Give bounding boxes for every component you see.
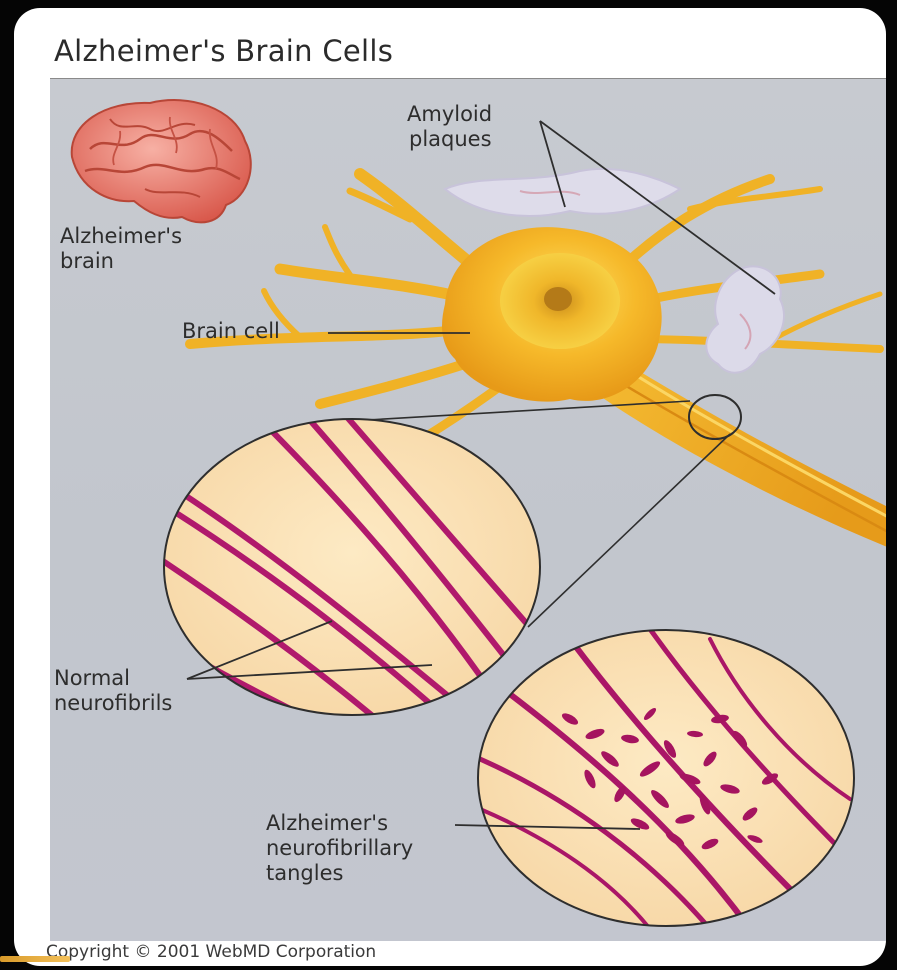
lens-neurofibrillary-tangles xyxy=(478,629,854,929)
label-brain-line-1: Alzheimer's xyxy=(60,224,182,248)
diagram-frame: Alzheimer's Brain Cells xyxy=(14,8,886,966)
copyright-notice: Copyright © 2001 WebMD Corporation xyxy=(46,942,376,962)
label-alzheimers-brain: Alzheimer's brain xyxy=(60,224,182,274)
label-normal-line-1: Normal xyxy=(54,666,130,690)
label-amyloid-plaques: Amyloid plaques xyxy=(407,102,492,152)
brain-illustration xyxy=(72,100,251,222)
label-brain-cell: Brain cell xyxy=(182,319,280,344)
nucleolus xyxy=(544,287,572,311)
diagram-title: Alzheimer's Brain Cells xyxy=(54,34,393,68)
label-amyloid-line-2: plaques xyxy=(407,127,492,151)
label-tangles-line-3: tangles xyxy=(266,861,343,885)
label-normal-line-2: neurofibrils xyxy=(54,691,172,715)
label-brain-line-2: brain xyxy=(60,249,114,273)
corner-accent-bar xyxy=(0,956,70,962)
illustration-panel: Amyloid plaques Alzheimer's brain Brain … xyxy=(50,79,886,941)
label-neurofibrillary-tangles: Alzheimer's neurofibrillary tangles xyxy=(266,811,413,886)
label-tangles-line-1: Alzheimer's xyxy=(266,811,388,835)
label-tangles-line-2: neurofibrillary xyxy=(266,836,413,860)
brain-cell-body xyxy=(442,227,662,402)
illustration-canvas xyxy=(50,79,886,941)
label-amyloid-line-1: Amyloid xyxy=(407,102,492,126)
lens-normal-neurofibrils xyxy=(160,409,540,739)
label-normal-neurofibrils: Normal neurofibrils xyxy=(54,666,172,716)
